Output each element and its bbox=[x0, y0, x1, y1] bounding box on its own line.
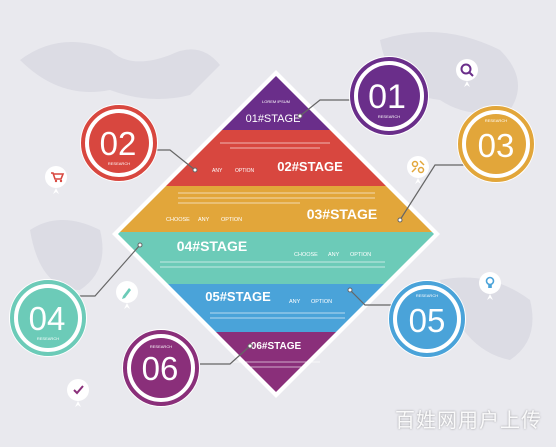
top-caption: LOREM IPSUM bbox=[262, 99, 290, 104]
gears-icon bbox=[407, 156, 429, 184]
stage-label-6: 06#STAGE bbox=[251, 341, 302, 352]
cart-icon bbox=[45, 166, 67, 194]
checkmark-icon bbox=[67, 379, 89, 407]
stage-number-5: 05 bbox=[409, 302, 446, 339]
stage-number-3: 03 bbox=[478, 127, 515, 164]
stage-label-3: 03#STAGE bbox=[307, 206, 378, 222]
stage-label-5: 05#STAGE bbox=[205, 289, 271, 304]
option-link[interactable]: OPTION bbox=[235, 168, 255, 174]
lightbulb-icon bbox=[479, 272, 501, 300]
option-link[interactable]: CHOOSE bbox=[166, 217, 190, 223]
band-stage-3 bbox=[118, 186, 434, 232]
stage-caption-6: RESEARCH bbox=[150, 344, 172, 349]
background-map bbox=[20, 32, 533, 360]
stage-caption-3: RESEARCH bbox=[485, 118, 507, 123]
options-stage-3: CHOOSE ANY OPTION bbox=[166, 217, 242, 223]
stage-label-1: 01#STAGE bbox=[246, 113, 301, 125]
option-link[interactable]: ANY bbox=[289, 299, 301, 305]
stage-caption-1: RESEARCH bbox=[378, 114, 400, 119]
stage-number-2: 02 bbox=[100, 125, 137, 162]
option-link[interactable]: OPTION bbox=[311, 299, 332, 305]
stage-label-2: 02#STAGE bbox=[277, 159, 343, 174]
options-stage-5: ANY OPTION bbox=[289, 299, 332, 305]
circle-stage-2[interactable]: 02 RESEARCH bbox=[80, 104, 158, 182]
option-link[interactable]: ANY bbox=[198, 217, 210, 223]
stage-caption-2: RESEARCH bbox=[108, 161, 130, 166]
stage-label-4: 04#STAGE bbox=[177, 238, 248, 254]
option-link[interactable]: OPTION bbox=[350, 252, 371, 258]
pencil-icon bbox=[116, 281, 138, 309]
option-link[interactable]: CHOOSE bbox=[294, 252, 318, 258]
stage-caption-4: RESEARCH bbox=[37, 336, 59, 341]
circle-stage-4[interactable]: 04 RESEARCH bbox=[9, 279, 87, 357]
stage-number-6: 06 bbox=[142, 350, 179, 387]
options-stage-4: CHOOSE ANY OPTION bbox=[294, 252, 371, 258]
circle-stage-5[interactable]: RESEARCH 05 bbox=[388, 280, 466, 358]
option-link[interactable]: OPTION bbox=[221, 217, 242, 223]
stage-caption-5: RESEARCH bbox=[416, 293, 438, 298]
stage-number-4: 04 bbox=[29, 300, 66, 337]
options-stage-2: ANY OPTION bbox=[212, 168, 255, 174]
option-link[interactable]: ANY bbox=[328, 252, 340, 258]
stage-number-1: 01 bbox=[368, 78, 406, 116]
circle-stage-3[interactable]: RESEARCH 03 bbox=[457, 105, 535, 183]
placeholder-lines bbox=[160, 142, 385, 368]
search-icon bbox=[456, 59, 478, 87]
circle-stage-1[interactable]: 01 RESEARCH bbox=[349, 56, 429, 136]
watermark-text: 百姓网用户上传 bbox=[395, 408, 542, 432]
connector-dots bbox=[137, 113, 403, 349]
band-stage-4 bbox=[118, 232, 434, 284]
option-link[interactable]: ANY bbox=[212, 168, 223, 174]
circle-stage-6[interactable]: RESEARCH 06 bbox=[122, 329, 200, 407]
